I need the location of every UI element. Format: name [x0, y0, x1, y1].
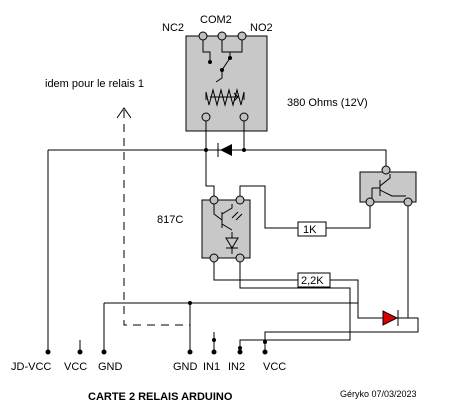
relay-com-label: COM2: [200, 14, 232, 26]
connector-label: VCC: [263, 361, 286, 373]
resistor-2k2: [297, 272, 331, 288]
optocoupler: [201, 195, 251, 263]
connector-label: GND: [173, 361, 198, 373]
relay-nc-label: NC2: [162, 22, 184, 34]
relay-no-pin: [237, 31, 247, 41]
resistor-2k2-label: 2,2K: [301, 275, 324, 287]
relay-coil-pin-b: [239, 112, 249, 122]
connector-label: VCC: [64, 361, 87, 373]
relay-coil: [205, 88, 245, 107]
flyback-diode: [217, 143, 232, 157]
junctions: [188, 148, 267, 350]
relay-nc-pin: [198, 31, 208, 41]
resistor-1k-label: 1K: [303, 224, 317, 236]
optocoupler-label: 817C: [157, 214, 183, 226]
other-relay-dashed-line: [123, 110, 190, 326]
relay-coil-label: 380 Ohms (12V): [287, 97, 368, 109]
relay-contact: [202, 40, 243, 83]
relay-com-pin: [217, 31, 227, 41]
relay-no-label: NO2: [250, 22, 273, 34]
other-relay-arrow: [116, 107, 132, 119]
connector-label: IN2: [228, 361, 245, 373]
author-date: Géryko 07/03/2023: [340, 389, 417, 399]
wires: [47, 121, 419, 352]
status-led: [382, 310, 399, 326]
relay: [185, 31, 268, 132]
note-other-relay: idem pour le relais 1: [45, 78, 144, 90]
connector-label: IN1: [203, 361, 220, 373]
connector-label: JD-VCC: [11, 361, 51, 373]
resistor-1k: [297, 221, 327, 237]
board-title: CARTE 2 RELAIS ARDUINO: [88, 391, 233, 403]
connector-pins: [45, 349, 268, 355]
relay-coil-pin-a: [201, 112, 211, 122]
connector-label: GND: [98, 361, 123, 373]
transistor: [359, 165, 417, 207]
relay-body: [185, 35, 268, 132]
